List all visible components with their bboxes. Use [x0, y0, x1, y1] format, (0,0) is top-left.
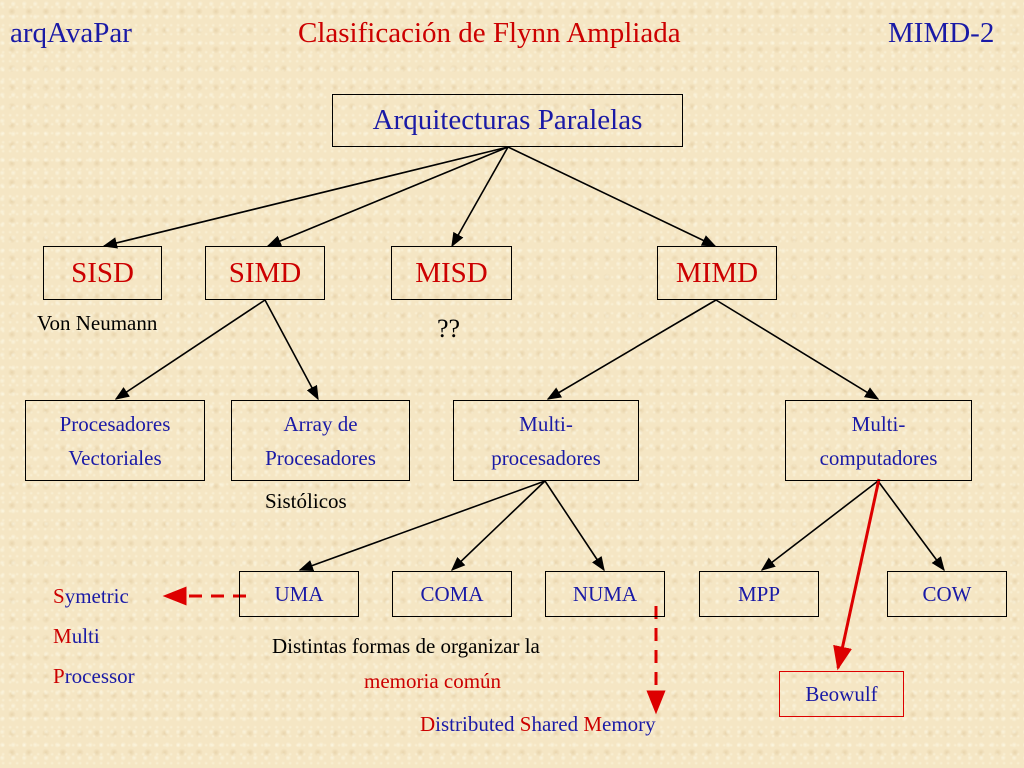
simd-label: SIMD	[228, 256, 302, 289]
edge-mc-beowulf	[833, 478, 881, 671]
smp-line2-initial: M	[53, 624, 72, 648]
multicomputadores-node: Multi- computadores	[785, 400, 972, 481]
simd-node: SIMD	[205, 246, 325, 300]
numa-node: NUMA	[545, 571, 665, 617]
dsm-part-hared: hared	[531, 712, 584, 736]
smp-line2-rest: ulti	[71, 624, 100, 648]
edge-root-simd	[266, 146, 509, 247]
misd-label: MISD	[415, 256, 488, 289]
edge-simd-array	[264, 299, 319, 401]
beowulf-label: Beowulf	[805, 681, 878, 706]
edge-mimd-mp	[546, 299, 717, 400]
edge-mp-coma	[450, 480, 546, 571]
smp-line1-initial: S	[53, 584, 65, 608]
array-node: Array de Procesadores	[231, 400, 410, 481]
course-code: arqAvaPar	[10, 17, 132, 49]
mimd-label: MIMD	[675, 256, 759, 289]
mpp-node: MPP	[699, 571, 819, 617]
multiprocesadores-node: Multi- procesadores	[453, 400, 639, 481]
mimd-node: MIMD	[657, 246, 777, 300]
memory-note-line2: memoria común	[364, 669, 502, 693]
edge-mc-mpp	[760, 480, 879, 571]
numa-label: NUMA	[572, 581, 638, 606]
multicomputadores-line1: Multi-	[851, 411, 906, 436]
dsm-initial-d: D	[420, 712, 436, 736]
cow-node: COW	[887, 571, 1007, 617]
edge-mp-uma	[298, 480, 546, 571]
edge-root-sisd	[102, 146, 509, 249]
multicomputadores-line2: computadores	[819, 445, 938, 470]
smp-line1-rest: ymetric	[64, 584, 129, 608]
coma-label: COMA	[420, 581, 484, 606]
edge-root-misd	[451, 146, 509, 248]
vectoriales-line2: Vectoriales	[68, 445, 162, 470]
dsm-part-emory: emory	[602, 712, 656, 736]
sisd-label: SISD	[71, 256, 134, 289]
slide-title: Clasificación de Flynn Ampliada	[298, 17, 681, 49]
edge-simd-vect	[114, 299, 266, 400]
multiprocesadores-line1: Multi-	[519, 411, 573, 436]
root-node-label: Arquitecturas Paralelas	[372, 104, 643, 136]
vectoriales-node: Procesadores Vectoriales	[25, 400, 205, 481]
vectoriales-line1: Procesadores	[59, 411, 171, 436]
coma-node: COMA	[392, 571, 512, 617]
misd-note: ??	[437, 314, 461, 343]
smp-line3: Processor	[53, 664, 135, 689]
smp-line2: Multi	[53, 624, 100, 649]
beowulf-node: Beowulf	[779, 671, 904, 717]
sisd-node: SISD	[43, 246, 162, 300]
cow-label: COW	[922, 581, 972, 606]
dsm-initial-m: M	[583, 712, 603, 736]
uma-label: UMA	[274, 581, 324, 606]
memory-note-line1: Distintas formas de organizar la	[272, 634, 540, 658]
edge-mimd-mc	[715, 299, 880, 400]
dsm-label: Distributed Shared Memory	[420, 712, 656, 737]
sisd-note: Von Neumann	[37, 311, 158, 335]
edge-mc-cow	[877, 480, 945, 572]
dsm-part-istributed: istributed	[435, 712, 520, 736]
smp-line3-rest: rocessor	[64, 664, 135, 688]
array-line1: Array de	[283, 411, 358, 436]
edge-root-mimd	[507, 146, 717, 247]
dsm-initial-s: S	[519, 712, 532, 736]
smp-line3-initial: P	[53, 664, 65, 688]
smp-line1: Symetric	[53, 584, 129, 609]
misd-node: MISD	[391, 246, 512, 300]
mpp-label: MPP	[737, 581, 781, 606]
edge-mp-numa	[544, 480, 605, 572]
sistolicos-note: Sistólicos	[265, 489, 347, 513]
array-line2: Procesadores	[265, 445, 376, 470]
multiprocesadores-line2: procesadores	[491, 445, 601, 470]
uma-node: UMA	[239, 571, 359, 617]
root-node-box: Arquitecturas Paralelas	[332, 94, 683, 147]
slide-code: MIMD-2	[888, 17, 995, 49]
